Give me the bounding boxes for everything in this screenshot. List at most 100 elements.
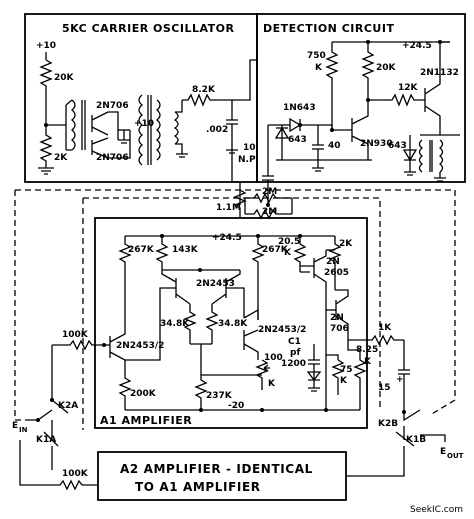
det-r3-label: 12K [398,83,419,93]
det-20k-resistor [361,42,375,100]
k2a-contact-icon [51,345,69,414]
osc-ground-icon [38,167,54,175]
osc-tap-label: +10 [134,119,154,129]
osc-20k-resistor [39,59,53,92]
det-r2-label: 20K [376,63,397,73]
detection-title: DETECTION CIRCUIT [263,22,394,35]
a1-rin-label: 100K [62,330,89,340]
a1-75k-resistor [331,359,345,395]
a1-20k5-resistor [293,236,307,266]
a1-100k-input-resistor [52,339,110,351]
osc-2k-resistor [39,125,53,168]
coupling-network: 10 N.P 1.1M 2M 2M [216,143,293,220]
det-2n1132-transistor-icon [424,42,441,135]
osc-transformer-winding-icon [70,99,76,151]
det-supply-label: +24.5 [402,41,432,51]
a1-15uf-capacitor [398,340,410,412]
det-diode-label: 1N643 [283,103,316,113]
a2-100k-resistor [19,470,98,491]
watermark: SeekIC.com [410,505,463,515]
a1-re1-label: 34.8K [160,319,190,329]
a1-rc3-label: 267K [262,245,289,255]
det-q-mid-label: 2N930 [360,139,393,149]
a1-rbias2-label: 237K [206,391,233,401]
a1-second-input-transistor-icon [243,329,259,360]
k2a-label: K2A [58,401,78,411]
a2-title-line1: A2 AMPLIFIER - IDENTICAL [120,462,313,476]
a1-rc4-unit: K [284,248,292,258]
a1-r825-label: 8.25 [356,345,378,355]
a1-cout-label: 15 [378,383,391,393]
a1-cout-plus: + [396,375,404,385]
a1-pair-q1-icon [161,270,191,305]
eout-sub-label: OUT [447,452,464,460]
a1-neg-supply-label: -20 [228,401,244,411]
det-2n930-transistor-icon [351,100,369,160]
detection-circuit: +24.5 750 K 20K 2N930 12K 2N1132 643 1N6… [267,40,460,182]
dashed-enclosure [14,189,456,421]
ein-sub-label: IN [19,426,28,434]
link-fb1-label: 2M [262,187,277,197]
a1-rc2-label: 143K [172,245,199,255]
a1-pot-unit: K [268,379,276,389]
a1-c1-label: C1 [288,337,301,347]
det-ground-icon [312,160,324,172]
det-transformer-icon [418,139,424,173]
a1-2n2605-transistor-icon [313,250,327,283]
det-1n643-diode-icon [289,117,302,133]
a1-34k8-resistor-2 [205,304,219,344]
osc-output-transformer-icon [138,94,144,166]
a2-title-line2: TO A1 AMPLIFIER [135,480,261,494]
a1-2k-resistor [328,236,342,290]
det-d1-diode-icon [274,126,290,139]
det-40uf-capacitor [312,125,324,160]
det-q-out-label: 2N1132 [420,68,459,78]
link-2m-resistor-1 [245,192,292,204]
det-d1-label: 643 [288,135,307,145]
detection-block [256,13,466,183]
a1-qout1b-label: 2605 [324,268,349,278]
link-fb2-label: 2M [262,207,277,217]
oscillator-circuit: +10 20K 2K 2N706 2N706 +10 8.2K . [36,41,257,175]
a1-1k-resistor [348,334,404,346]
a1-qin-label: 2N2453/2 [116,341,164,351]
a1-pair-label: 2N2453 [196,279,235,289]
det-r1-label: 750 [307,51,326,61]
link-2m-resistor-2 [245,208,292,220]
a1-267k-resistor-1 [118,236,132,320]
osc-q1-transistor-icon [91,111,109,136]
a1-r825-unit: K [364,357,372,367]
a1-c1-value: 1200 [281,359,306,369]
a1-supply-label: +24.5 [212,233,242,243]
a1-200k-resistor [118,372,132,410]
link-c-value: 10 [243,143,256,153]
a1-pot-label: 100 [264,353,283,363]
a1-qout2-label: 2N [330,313,344,323]
k1a-contact-icon [43,420,59,447]
a1-rfb-label: 1K [378,323,392,333]
det-out-ground-icon [434,172,446,182]
a1-qin2-label: 2N2453/2 [258,325,306,335]
det-c1-label: 40 [328,141,341,151]
a1-267k-resistor-2 [251,236,265,320]
a1-zener-icon [306,371,322,382]
osc-supply-label: +10 [36,41,56,51]
a1-143k-resistor [155,236,169,270]
osc-q2-transistor-icon [91,137,109,159]
det-r1-unit: K [315,63,323,73]
osc-q1-label: 2N706 [96,101,129,111]
a1-title: A1 AMPLIFIER [100,414,192,427]
a1-r75-unit: K [340,376,348,386]
a1-rc4-label: 20.5 [278,237,300,247]
k1a-label: K1A [36,435,56,445]
a1-34k8-resistor-1 [183,304,197,344]
osc-r-top-label: 20K [54,73,75,83]
a1-c1-unit: pf [290,348,300,358]
det-12k-resistor [368,93,425,107]
a1-237k-resistor [194,375,208,410]
link-r-label: 1.1M [216,203,241,213]
a1-c1-capacitor [308,344,320,380]
a1-qout2b-label: 706 [330,324,349,334]
